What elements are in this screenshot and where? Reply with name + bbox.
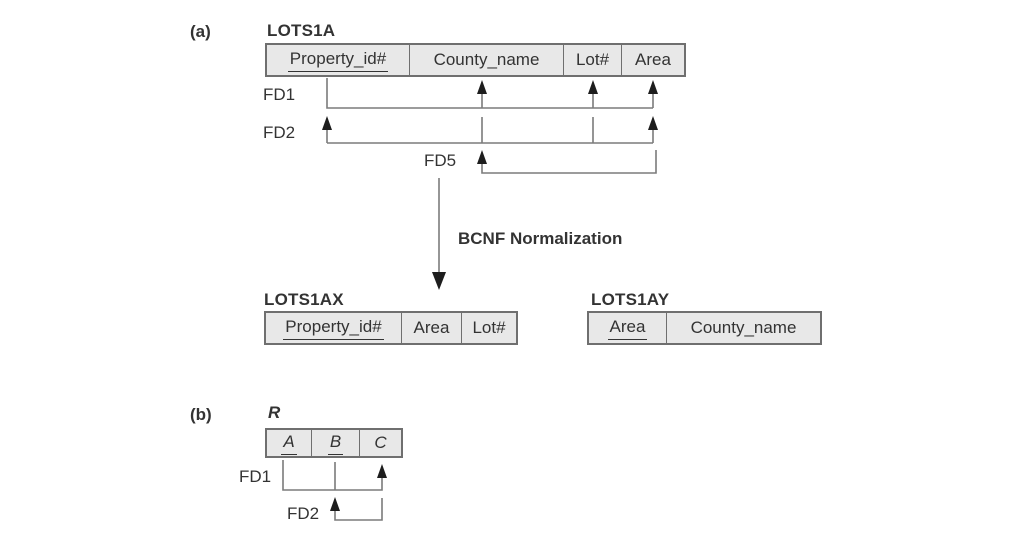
attr-label: Property_id#	[283, 317, 384, 340]
attr-cell-county-name: County_name	[410, 45, 564, 75]
part-a-label: (a)	[190, 22, 211, 41]
fd5-connector-a	[477, 150, 657, 174]
attr-label: Area	[635, 50, 671, 69]
attr-label: Property_id#	[287, 49, 389, 72]
relation-table-lots1a: Property_id# County_name Lot# Area	[265, 43, 686, 77]
relation-title-lots1a: LOTS1A	[267, 21, 336, 40]
attr-cell-property-id: Property_id#	[266, 313, 402, 343]
relation-table-lots1ax: Property_id# Area Lot#	[264, 311, 518, 345]
attr-cell-c: C	[360, 430, 401, 456]
relation-title-lots1ay: LOTS1AY	[591, 290, 670, 309]
relation-table-r: A B C	[265, 428, 403, 458]
attr-cell-county-name: County_name	[667, 313, 820, 343]
attr-label: C	[374, 433, 387, 452]
relation-title-lots1ax: LOTS1AX	[264, 290, 344, 309]
fd2-connector-b	[330, 497, 383, 521]
fd2-label-b: FD2	[287, 504, 320, 523]
relation-title-r: R	[268, 403, 281, 422]
attr-label: Lot#	[472, 318, 506, 337]
attr-label: Area	[607, 317, 648, 340]
fd1-connector-a	[326, 78, 658, 109]
fd5-label-a: FD5	[424, 151, 457, 170]
attr-cell-area: Area	[402, 313, 462, 343]
relation-table-lots1ay: Area County_name	[587, 311, 822, 345]
bcnf-normalization-label: BCNF Normalization	[458, 229, 623, 248]
attr-label: A	[281, 432, 297, 455]
fd2-connector-a	[322, 116, 658, 144]
attr-cell-area: Area	[589, 313, 667, 343]
attr-cell-lot: Lot#	[462, 313, 516, 343]
fd1-label-a: FD1	[263, 85, 296, 104]
fd1-label-b: FD1	[239, 467, 272, 486]
attr-cell-property-id: Property_id#	[267, 45, 410, 75]
bcnf-arrow	[432, 178, 446, 290]
attr-cell-area: Area	[622, 45, 684, 75]
attr-cell-a: A	[267, 430, 312, 456]
attr-label: B	[327, 432, 344, 455]
attr-cell-b: B	[312, 430, 360, 456]
attr-label: Lot#	[575, 50, 610, 69]
attr-label: County_name	[433, 50, 540, 69]
attr-cell-lot: Lot#	[564, 45, 622, 75]
fd2-label-a: FD2	[263, 123, 296, 142]
attr-label: Area	[413, 318, 450, 337]
part-b-label: (b)	[190, 405, 212, 424]
fd1-connector-b	[282, 460, 387, 491]
attr-label: County_name	[690, 318, 797, 337]
